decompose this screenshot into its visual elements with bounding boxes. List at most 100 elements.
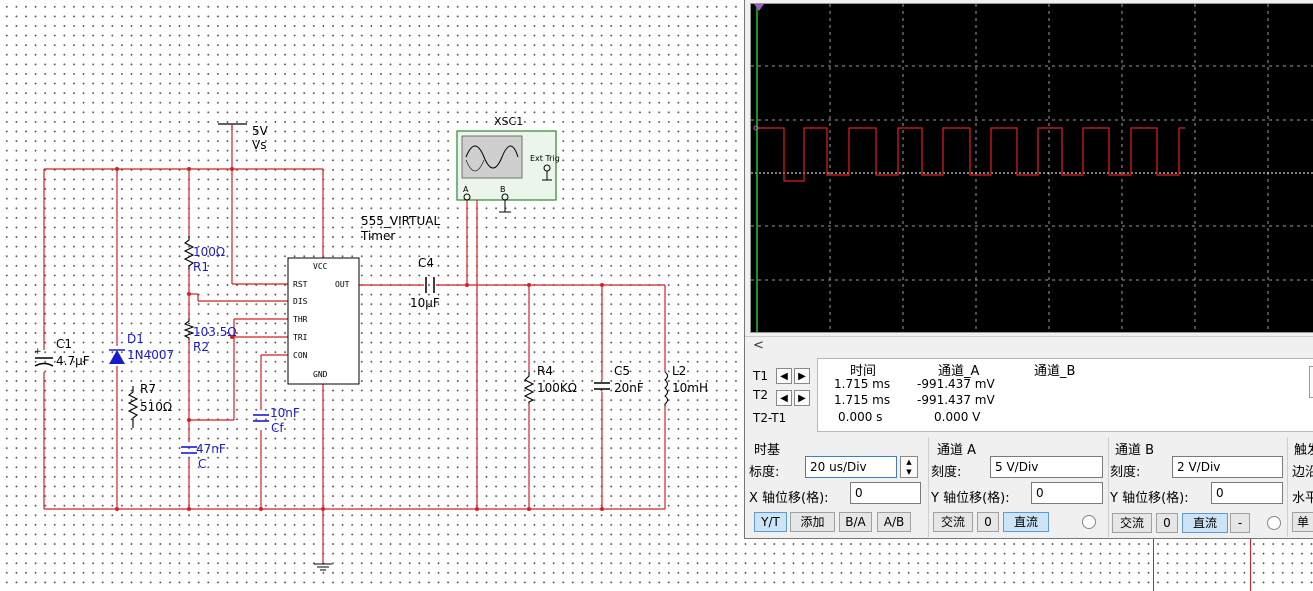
timebase-spinner[interactable]: ▲▼ [900, 456, 918, 478]
pin-rst: RST [293, 280, 308, 289]
a-over-b-button[interactable]: A/B [877, 512, 911, 532]
add-button[interactable]: 添加 [790, 512, 835, 532]
side-button-edge[interactable] [1309, 366, 1313, 398]
trigger-single-button[interactable]: 单 [1292, 512, 1313, 532]
timebase-xpos-input[interactable]: 0 [850, 482, 921, 504]
channel-b-ypos-label: Y 轴位移(格): [1110, 491, 1189, 506]
yt-button[interactable]: Y/T [754, 512, 787, 532]
resistor-r2[interactable] [183, 318, 195, 340]
pin-dis: DIS [293, 297, 308, 306]
capacitor-c1[interactable] [34, 357, 54, 367]
supply-symbol[interactable] [218, 123, 247, 130]
cf-value-label: 10nF [270, 406, 300, 420]
r2-name-label: R2 [193, 340, 209, 354]
b-over-a-button[interactable]: B/A [839, 512, 872, 532]
channel-a-dc-button[interactable]: 直流 [1003, 512, 1049, 532]
channel-a-zero-button[interactable]: 0 [977, 512, 999, 532]
readout-header-chb: 通道_B [1034, 364, 1076, 379]
t2-left-arrow-icon[interactable]: ◀ [776, 390, 792, 406]
channel-b-scale-input[interactable]: 2 V/Div [1172, 456, 1283, 478]
wires [43, 125, 666, 563]
c1-name-label: C1 [56, 337, 73, 351]
r4-name-label: R4 [537, 364, 553, 378]
readout-header-cha: 通道_A [938, 364, 980, 379]
channel-b-ac-button[interactable]: 交流 [1112, 513, 1152, 533]
scope-pin-a-label: A [463, 185, 469, 194]
section-divider [1108, 437, 1109, 537]
t1-left-arrow-icon[interactable]: ◀ [776, 368, 792, 384]
diode-d1[interactable] [109, 349, 125, 364]
horizontal-scrollbar[interactable]: < [745, 336, 1313, 355]
channel-a-scale-label: 刻度: [931, 465, 962, 480]
channel-a-radio[interactable] [1082, 515, 1096, 529]
c-value-label: 47nF [196, 442, 226, 456]
t2-cha-value: -991.437 mV [917, 393, 995, 407]
c4-value-label: 10µF [410, 296, 440, 310]
spin-down-icon[interactable]: ▼ [906, 468, 912, 476]
channel-b-invert-button[interactable]: - [1230, 513, 1250, 533]
channel-b-zero-button[interactable]: 0 [1156, 513, 1178, 533]
timer-555-body[interactable] [287, 257, 360, 385]
c5-name-label: C5 [614, 364, 631, 378]
channel-b-radio[interactable] [1267, 516, 1281, 530]
timer-name-label: 555_VIRTUAL [361, 214, 441, 228]
r1-value-label: 100Ω [193, 245, 226, 259]
resistor-r4[interactable] [523, 372, 535, 404]
pin-thr: THR [293, 315, 308, 324]
resistor-r7[interactable] [127, 386, 139, 428]
pin-gnd: GND [313, 370, 328, 379]
l2-value-label: 10mH [672, 381, 708, 395]
t1-right-arrow-icon[interactable]: ▶ [794, 368, 810, 384]
trigger-level-label: 水平 [1292, 491, 1313, 506]
c4-name-label: C4 [418, 256, 435, 270]
oscilloscope-xsc1-symbol[interactable] [456, 130, 557, 213]
inductor-l2[interactable] [664, 371, 669, 406]
channel-b-ypos-input[interactable]: 0 [1211, 482, 1283, 504]
scope-ext-trig-label: Ext Trig [530, 154, 560, 163]
timebase-scale-input[interactable]: 20 us/Div [805, 456, 897, 478]
t1-label: T1 [753, 369, 768, 383]
channel-b-scale-label: 刻度: [1110, 465, 1141, 480]
d1-name-label: D1 [127, 332, 144, 346]
oscilloscope-window[interactable]: < T1 ◀ ▶ T2 ◀ ▶ T2-T1 时间 通道_A 通道_B 1.715… [744, 0, 1313, 539]
trigger-title: 触发 [1294, 443, 1313, 458]
channel-a-scale-input[interactable]: 5 V/Div [990, 456, 1103, 478]
spin-up-icon[interactable]: ▲ [906, 458, 912, 466]
delta-time-value: 0.000 s [838, 410, 883, 424]
capacitor-cf[interactable] [253, 414, 269, 422]
capacitor-c4[interactable] [425, 277, 435, 293]
channel-a-ypos-label: Y 轴位移(格): [931, 491, 1010, 506]
timer-sub-label: Timer [361, 229, 396, 243]
l2-name-label: L2 [672, 364, 687, 378]
scroll-left-arrow-icon[interactable]: < [753, 338, 764, 353]
capacitor-c[interactable] [181, 446, 197, 454]
channel-b-dc-button[interactable]: 直流 [1182, 513, 1228, 533]
channel-b-title: 通道 B [1115, 443, 1155, 458]
t1-time-value: 1.715 ms [834, 377, 891, 391]
cf-name-label: Cf [271, 421, 284, 435]
svg-text:+: + [34, 347, 42, 357]
supply-value-label: 5V [252, 124, 268, 138]
channel-a-ac-button[interactable]: 交流 [933, 512, 973, 532]
channel-a-trace [757, 127, 1185, 182]
pin-tri: TRI [293, 333, 308, 342]
ground-symbol[interactable] [314, 563, 332, 571]
pin-con: CON [293, 351, 308, 360]
r2-value-label: 103.5Ω [193, 325, 237, 339]
t2-time-value: 1.715 ms [834, 393, 891, 407]
pin-out: OUT [335, 280, 350, 289]
capacitor-c5[interactable] [594, 382, 610, 390]
r4-value-label: 100KΩ [537, 381, 577, 395]
schematic-canvas[interactable]: + [0, 0, 745, 591]
c5-value-label: 20nF [614, 381, 644, 395]
junction-dots [115, 167, 604, 511]
oscilloscope-display[interactable] [750, 3, 1313, 333]
resistor-r1[interactable] [183, 236, 195, 270]
readout-header-time: 时间 [850, 364, 877, 379]
t2-label: T2 [753, 388, 768, 402]
t2-right-arrow-icon[interactable]: ▶ [794, 390, 810, 406]
scope-name-label: XSC1 [494, 115, 524, 128]
r7-name-label: R7 [140, 382, 156, 396]
channel-a-title: 通道 A [937, 443, 977, 458]
channel-a-ypos-input[interactable]: 0 [1031, 482, 1103, 504]
